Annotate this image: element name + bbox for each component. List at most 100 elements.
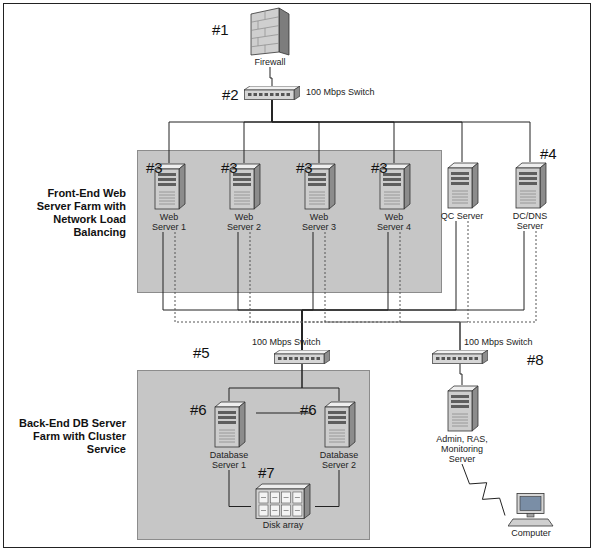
server-tower: Database Server 1 — [202, 401, 256, 470]
drive-bay — [158, 183, 176, 186]
vent-line — [309, 198, 325, 199]
drive-handle — [272, 510, 277, 511]
drive-bay — [308, 183, 326, 186]
vent-line — [309, 204, 325, 205]
vent-line — [452, 200, 468, 201]
vent-line — [452, 426, 468, 427]
switch-port — [306, 357, 310, 360]
vent-line — [384, 201, 400, 202]
switch-port — [259, 93, 263, 96]
storage-link — [315, 470, 339, 507]
callout-number: #7 — [258, 465, 275, 481]
switch-port — [278, 357, 282, 360]
callout-number: #3 — [296, 160, 313, 176]
vent-line — [219, 442, 235, 443]
network-switch: 100 Mbps Switch — [274, 350, 330, 364]
disk-drive — [282, 492, 291, 503]
drive-bay — [451, 172, 469, 175]
server-side — [540, 163, 546, 208]
switch-port — [317, 357, 321, 360]
drive-bay — [451, 400, 469, 403]
band-heading: Back-End DB Server Farm with Cluster Ser… — [14, 417, 126, 456]
firewall-icon — [235, 6, 305, 56]
vent-line — [219, 436, 235, 437]
switch-front — [274, 354, 324, 364]
disk-side — [304, 484, 310, 519]
network-link — [302, 221, 456, 350]
backup-link — [460, 221, 468, 350]
vent-line — [384, 204, 400, 205]
network-link — [302, 364, 339, 401]
drive-bay — [519, 172, 537, 175]
server-label: Database Server 2 — [318, 450, 360, 470]
vent-line — [452, 423, 468, 424]
switch-front — [244, 90, 294, 100]
switch-port — [248, 93, 252, 96]
callout-number: #5 — [193, 345, 210, 361]
drive-bay — [519, 182, 537, 185]
server-label: Admin, RAS, Monitoring Server — [432, 434, 492, 464]
server-label: DC/DNS Server — [507, 211, 553, 231]
switch-port — [295, 357, 299, 360]
vent-line — [452, 417, 468, 418]
firewall: Firewall — [232, 6, 308, 67]
brick-joint — [258, 38, 259, 46]
switch-port — [311, 357, 315, 360]
vent-line — [234, 195, 250, 196]
drive-bay — [328, 421, 346, 424]
switch-port — [287, 93, 291, 96]
vent-line — [234, 192, 250, 193]
vent-line — [329, 430, 345, 431]
backup-link — [325, 232, 460, 350]
switch-port — [475, 357, 479, 360]
vent-line — [452, 420, 468, 421]
switch-label: 100 Mbps Switch — [306, 87, 375, 97]
drive-bay — [451, 177, 469, 180]
network-link — [272, 100, 462, 162]
switch-port — [453, 357, 457, 360]
drive-bay — [383, 183, 401, 186]
vent-line — [452, 203, 468, 204]
remote-link — [462, 464, 505, 516]
monitor-case — [517, 494, 544, 514]
vent-line — [159, 192, 175, 193]
drive-handle — [272, 497, 277, 498]
vent-line — [520, 197, 536, 198]
vent-line — [329, 439, 345, 440]
firewall-label: Firewall — [232, 57, 308, 67]
server-side — [472, 386, 478, 431]
switch-top — [244, 86, 300, 90]
disk-icon — [254, 483, 312, 519]
vent-line — [159, 204, 175, 205]
drive-bay — [328, 411, 346, 414]
drive-handle — [284, 497, 289, 498]
network-link — [272, 100, 530, 162]
vent-line — [219, 433, 235, 434]
vent-line — [329, 433, 345, 434]
switch-port — [284, 357, 288, 360]
server-front — [215, 407, 239, 447]
disk-drive — [270, 505, 279, 516]
disk-drive — [293, 505, 302, 516]
server-icon — [444, 162, 480, 210]
vent-line — [234, 201, 250, 202]
monitor-stand — [527, 514, 534, 518]
brick-joint — [258, 21, 259, 29]
callout-number: #2 — [222, 87, 239, 103]
switch-top — [432, 350, 488, 354]
server-label: Database Server 1 — [208, 450, 250, 470]
vent-line — [384, 192, 400, 193]
drive-bay — [328, 416, 346, 419]
vent-line — [329, 436, 345, 437]
network-link — [460, 364, 462, 385]
firewall-front — [251, 8, 279, 55]
drive-bay — [218, 411, 236, 414]
disk-front — [256, 489, 304, 519]
network-link — [163, 232, 302, 350]
server-icon — [211, 401, 247, 449]
vent-line — [520, 200, 536, 201]
drive-bay — [451, 405, 469, 408]
network-link — [272, 100, 319, 163]
server-icon — [512, 162, 548, 210]
drive-bay — [451, 395, 469, 398]
